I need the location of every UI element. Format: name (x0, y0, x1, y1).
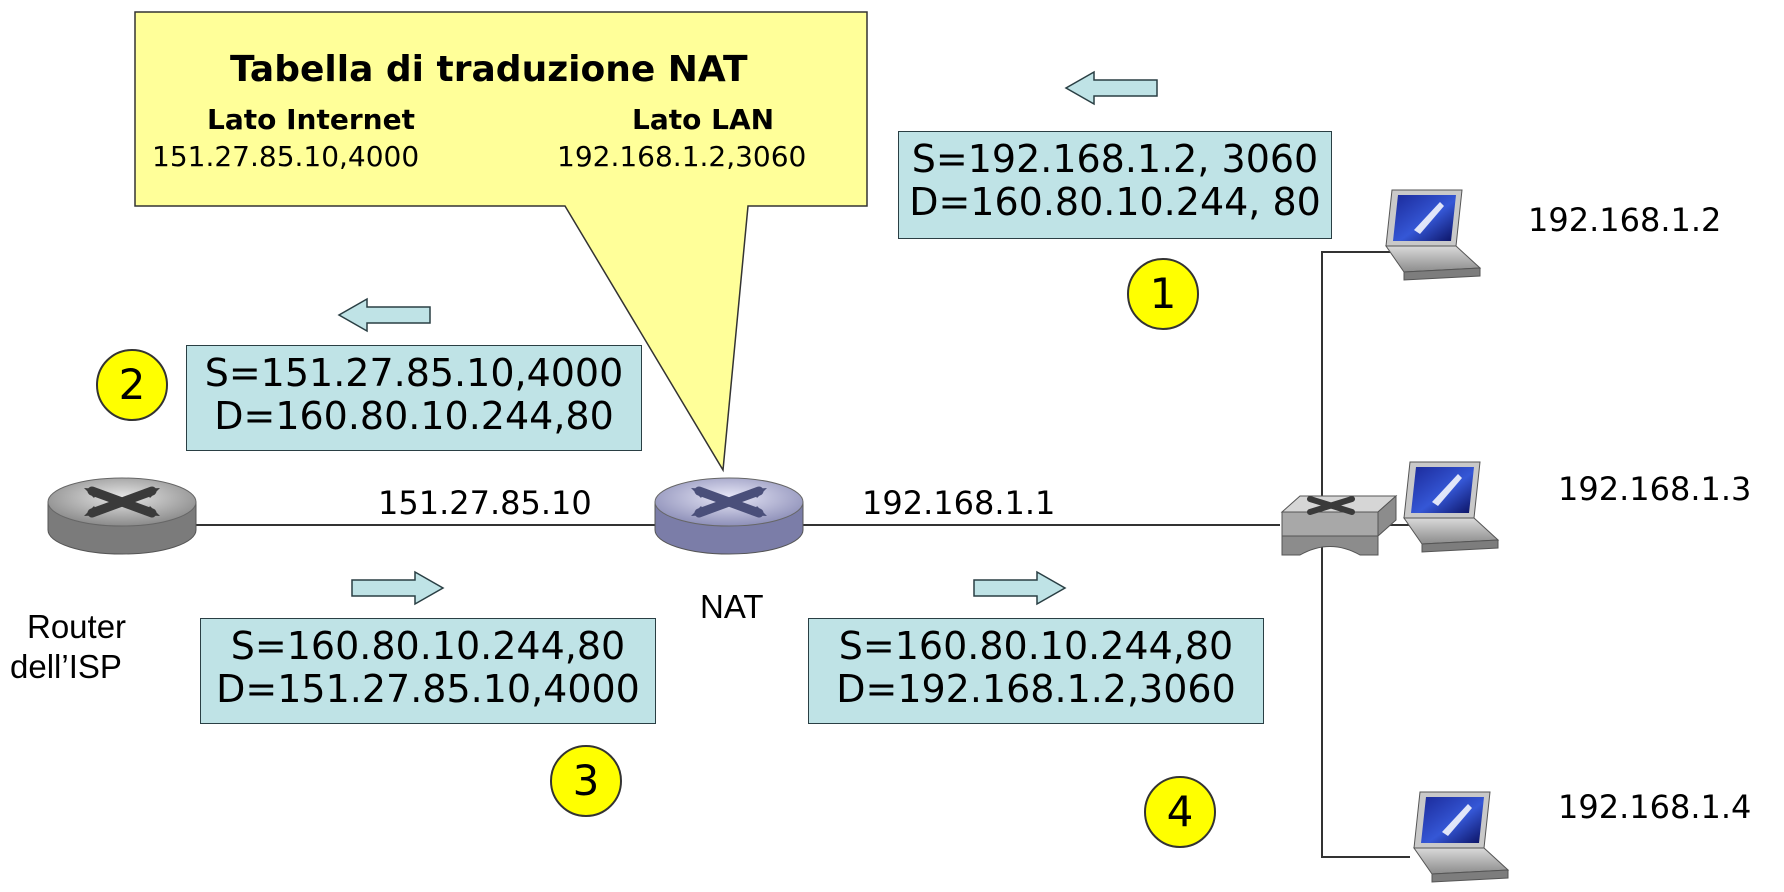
switch-icon (1280, 494, 1398, 556)
nat-router-icon (654, 477, 804, 555)
step-badge-2: 2 (96, 349, 168, 421)
host-ip-label-2: 192.168.1.3 (1558, 470, 1752, 508)
isp-router-label-line1: Router (27, 608, 127, 645)
packet-1: S=192.168.1.2, 3060 D=160.80.10.244, 80 (898, 131, 1332, 239)
packet-1-source: S=192.168.1.2, 3060 (911, 137, 1319, 181)
step-badge-4: 4 (1144, 776, 1216, 848)
packet-3-dest: D=151.27.85.10,4000 (216, 667, 640, 711)
packet-3: S=160.80.10.244,80 D=151.27.85.10,4000 (200, 618, 656, 724)
packet-2: S=151.27.85.10,4000 D=160.80.10.244,80 (186, 345, 642, 451)
link-switch-hosts (1321, 251, 1410, 858)
nat-wan-ip-label: 151.27.85.10 (378, 484, 592, 522)
nat-col-lan: Lato LAN (632, 103, 775, 136)
nat-table-title: Tabella di traduzione NAT (230, 49, 748, 90)
nat-lan-ip-label: 192.168.1.1 (862, 484, 1056, 522)
packet-3-source: S=160.80.10.244,80 (230, 624, 626, 668)
nat-table-callout (134, 11, 868, 473)
nat-val-lan: 192.168.1.2,3060 (557, 140, 807, 173)
packet-4-dest: D=192.168.1.2,3060 (836, 667, 1236, 711)
host-ip-label-3: 192.168.1.4 (1558, 788, 1752, 826)
step-badge-1: 1 (1127, 258, 1199, 330)
laptop-icon-host1 (1385, 189, 1482, 281)
packet-1-dest: D=160.80.10.244, 80 (909, 180, 1321, 224)
laptop-icon-host3 (1413, 791, 1510, 883)
isp-router-label-line2: dell’ISP (10, 648, 122, 685)
host-ip-label-1: 192.168.1.2 (1528, 201, 1722, 239)
step-badge-3: 3 (550, 745, 622, 817)
arrow-right-icon-4 (973, 570, 1067, 606)
arrow-left-icon-2 (337, 297, 431, 333)
nat-col-internet: Lato Internet (207, 103, 415, 136)
laptop-icon-host2 (1403, 461, 1500, 553)
router-icon (47, 477, 197, 555)
arrow-left-icon-1 (1064, 70, 1158, 106)
packet-2-source: S=151.27.85.10,4000 (204, 351, 624, 395)
nat-val-internet: 151.27.85.10,4000 (152, 140, 420, 173)
arrow-right-icon-3 (351, 570, 445, 606)
packet-2-dest: D=160.80.10.244,80 (214, 394, 614, 438)
nat-label: NAT (700, 588, 764, 625)
packet-4: S=160.80.10.244,80 D=192.168.1.2,3060 (808, 618, 1264, 724)
packet-4-source: S=160.80.10.244,80 (838, 624, 1234, 668)
